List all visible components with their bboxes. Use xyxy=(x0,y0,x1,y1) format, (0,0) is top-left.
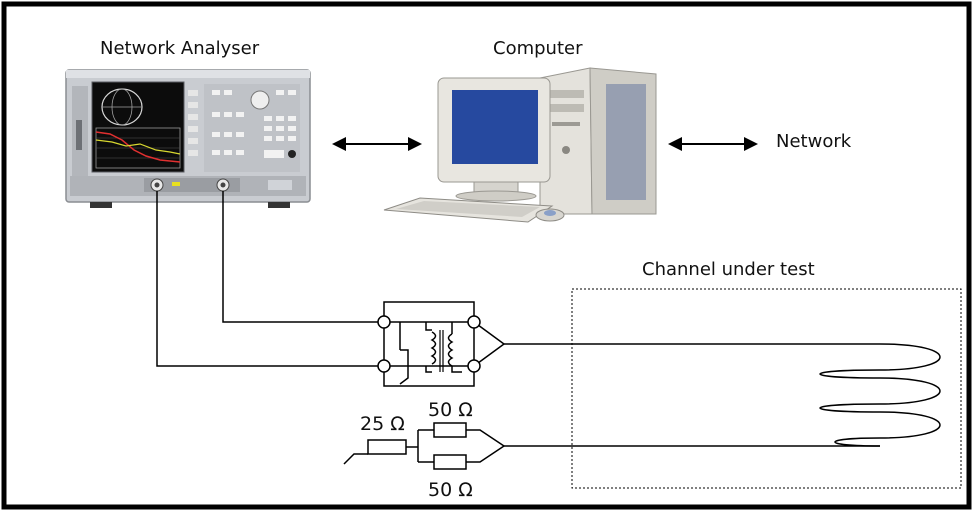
network-analyser-image xyxy=(65,69,311,208)
resistor-50-ohm-bottom-label: 50 Ω xyxy=(428,479,473,501)
computer-network-arrow xyxy=(668,137,758,151)
computer-label: Computer xyxy=(493,38,583,59)
network-label: Network xyxy=(776,131,852,152)
computer-image xyxy=(383,67,657,223)
port2-cable xyxy=(222,191,384,323)
channel-under-test-label: Channel under test xyxy=(642,259,815,280)
resistor-50-ohm-top xyxy=(433,422,467,438)
termination-network xyxy=(343,422,880,470)
analyser-computer-arrow xyxy=(332,137,422,151)
channel-under-test-box xyxy=(571,288,962,489)
resistor-50-ohm-bottom xyxy=(433,454,467,470)
resistor-25-ohm xyxy=(367,439,407,455)
resistor-50-ohm-top-label: 50 Ω xyxy=(428,399,473,421)
resistor-25-ohm-label: 25 Ω xyxy=(360,413,405,435)
port1-cable xyxy=(156,191,384,367)
channel-cable-loops xyxy=(819,343,941,447)
balun-transformer xyxy=(377,301,880,387)
network-analyser-label: Network Analyser xyxy=(100,38,260,59)
